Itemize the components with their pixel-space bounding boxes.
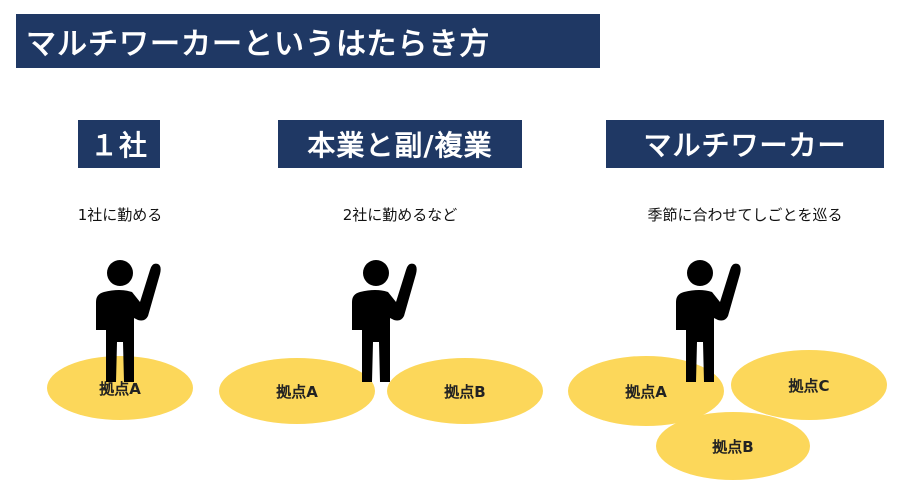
column-description-single-company: 1社に勤める bbox=[77, 206, 163, 224]
base-ellipse-col2-a: 拠点A bbox=[219, 358, 375, 424]
column-description-side-job: 2社に勤めるなど bbox=[342, 206, 458, 224]
page-title: マルチワーカーというはたらき方 bbox=[16, 14, 600, 68]
base-ellipse-col3-a: 拠点A bbox=[568, 356, 724, 426]
base-ellipse-col2-b: 拠点B bbox=[387, 358, 543, 424]
base-ellipse-col3-c: 拠点C bbox=[731, 350, 887, 420]
column-heading-multi-worker: マルチワーカー bbox=[606, 120, 884, 168]
column-heading-side-job: 本業と副/複業 bbox=[278, 120, 522, 168]
person-waving-icon bbox=[676, 260, 741, 382]
base-ellipse-col1-a: 拠点A bbox=[47, 356, 193, 420]
column-heading-single-company: １社 bbox=[78, 120, 160, 168]
column-description-multi-worker: 季節に合わせてしごとを巡る bbox=[647, 206, 843, 224]
base-ellipse-col3-b: 拠点B bbox=[656, 412, 810, 480]
person-waving-icon bbox=[352, 260, 417, 382]
person-waving-icon bbox=[96, 260, 161, 382]
